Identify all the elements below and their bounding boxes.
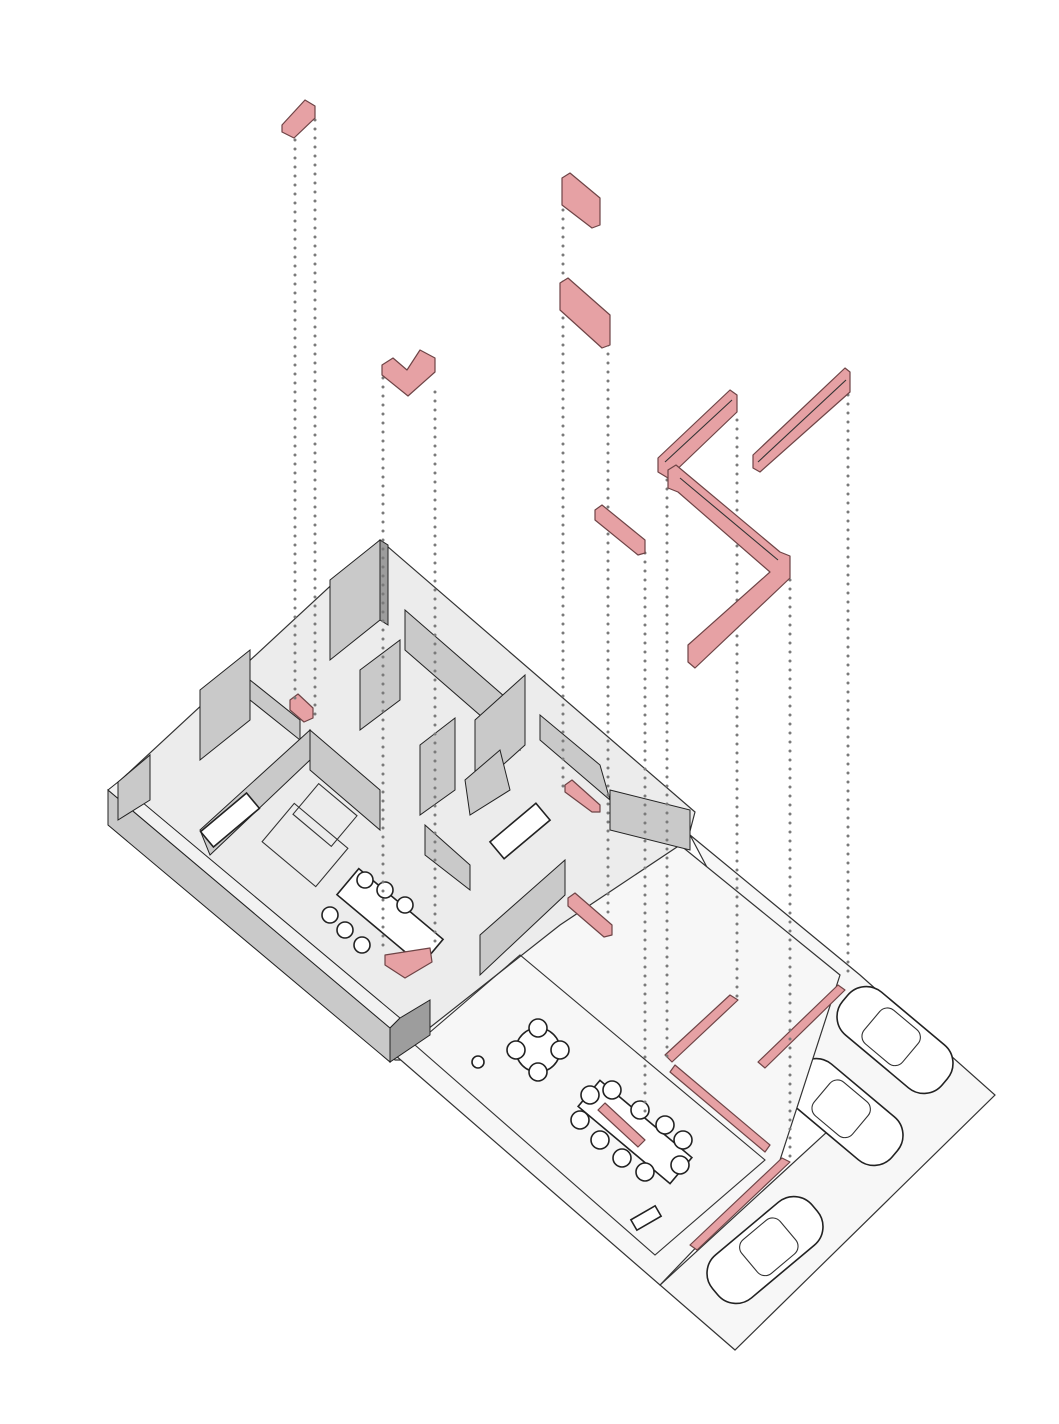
- floating-element-3: [559, 277, 611, 349]
- floating-element-2: [561, 172, 601, 229]
- floating-element-7: [752, 367, 851, 473]
- walls: [107, 538, 691, 1064]
- floating-element-8: [667, 464, 791, 669]
- floating-element-5: [594, 504, 646, 556]
- floating-elements: [281, 99, 851, 669]
- furniture: [199, 782, 694, 1232]
- projection-lines: [293, 118, 850, 1162]
- terrace-inner: [414, 954, 766, 1256]
- floating-element-4: [381, 349, 436, 397]
- car-1: [836, 985, 954, 1095]
- parking-area: [659, 834, 996, 1351]
- ground-highlights: [289, 693, 846, 1251]
- floating-element-1: [281, 99, 316, 139]
- terrace-floor: [394, 844, 841, 1286]
- car-3: [706, 1195, 824, 1305]
- floating-element-6: [657, 389, 738, 479]
